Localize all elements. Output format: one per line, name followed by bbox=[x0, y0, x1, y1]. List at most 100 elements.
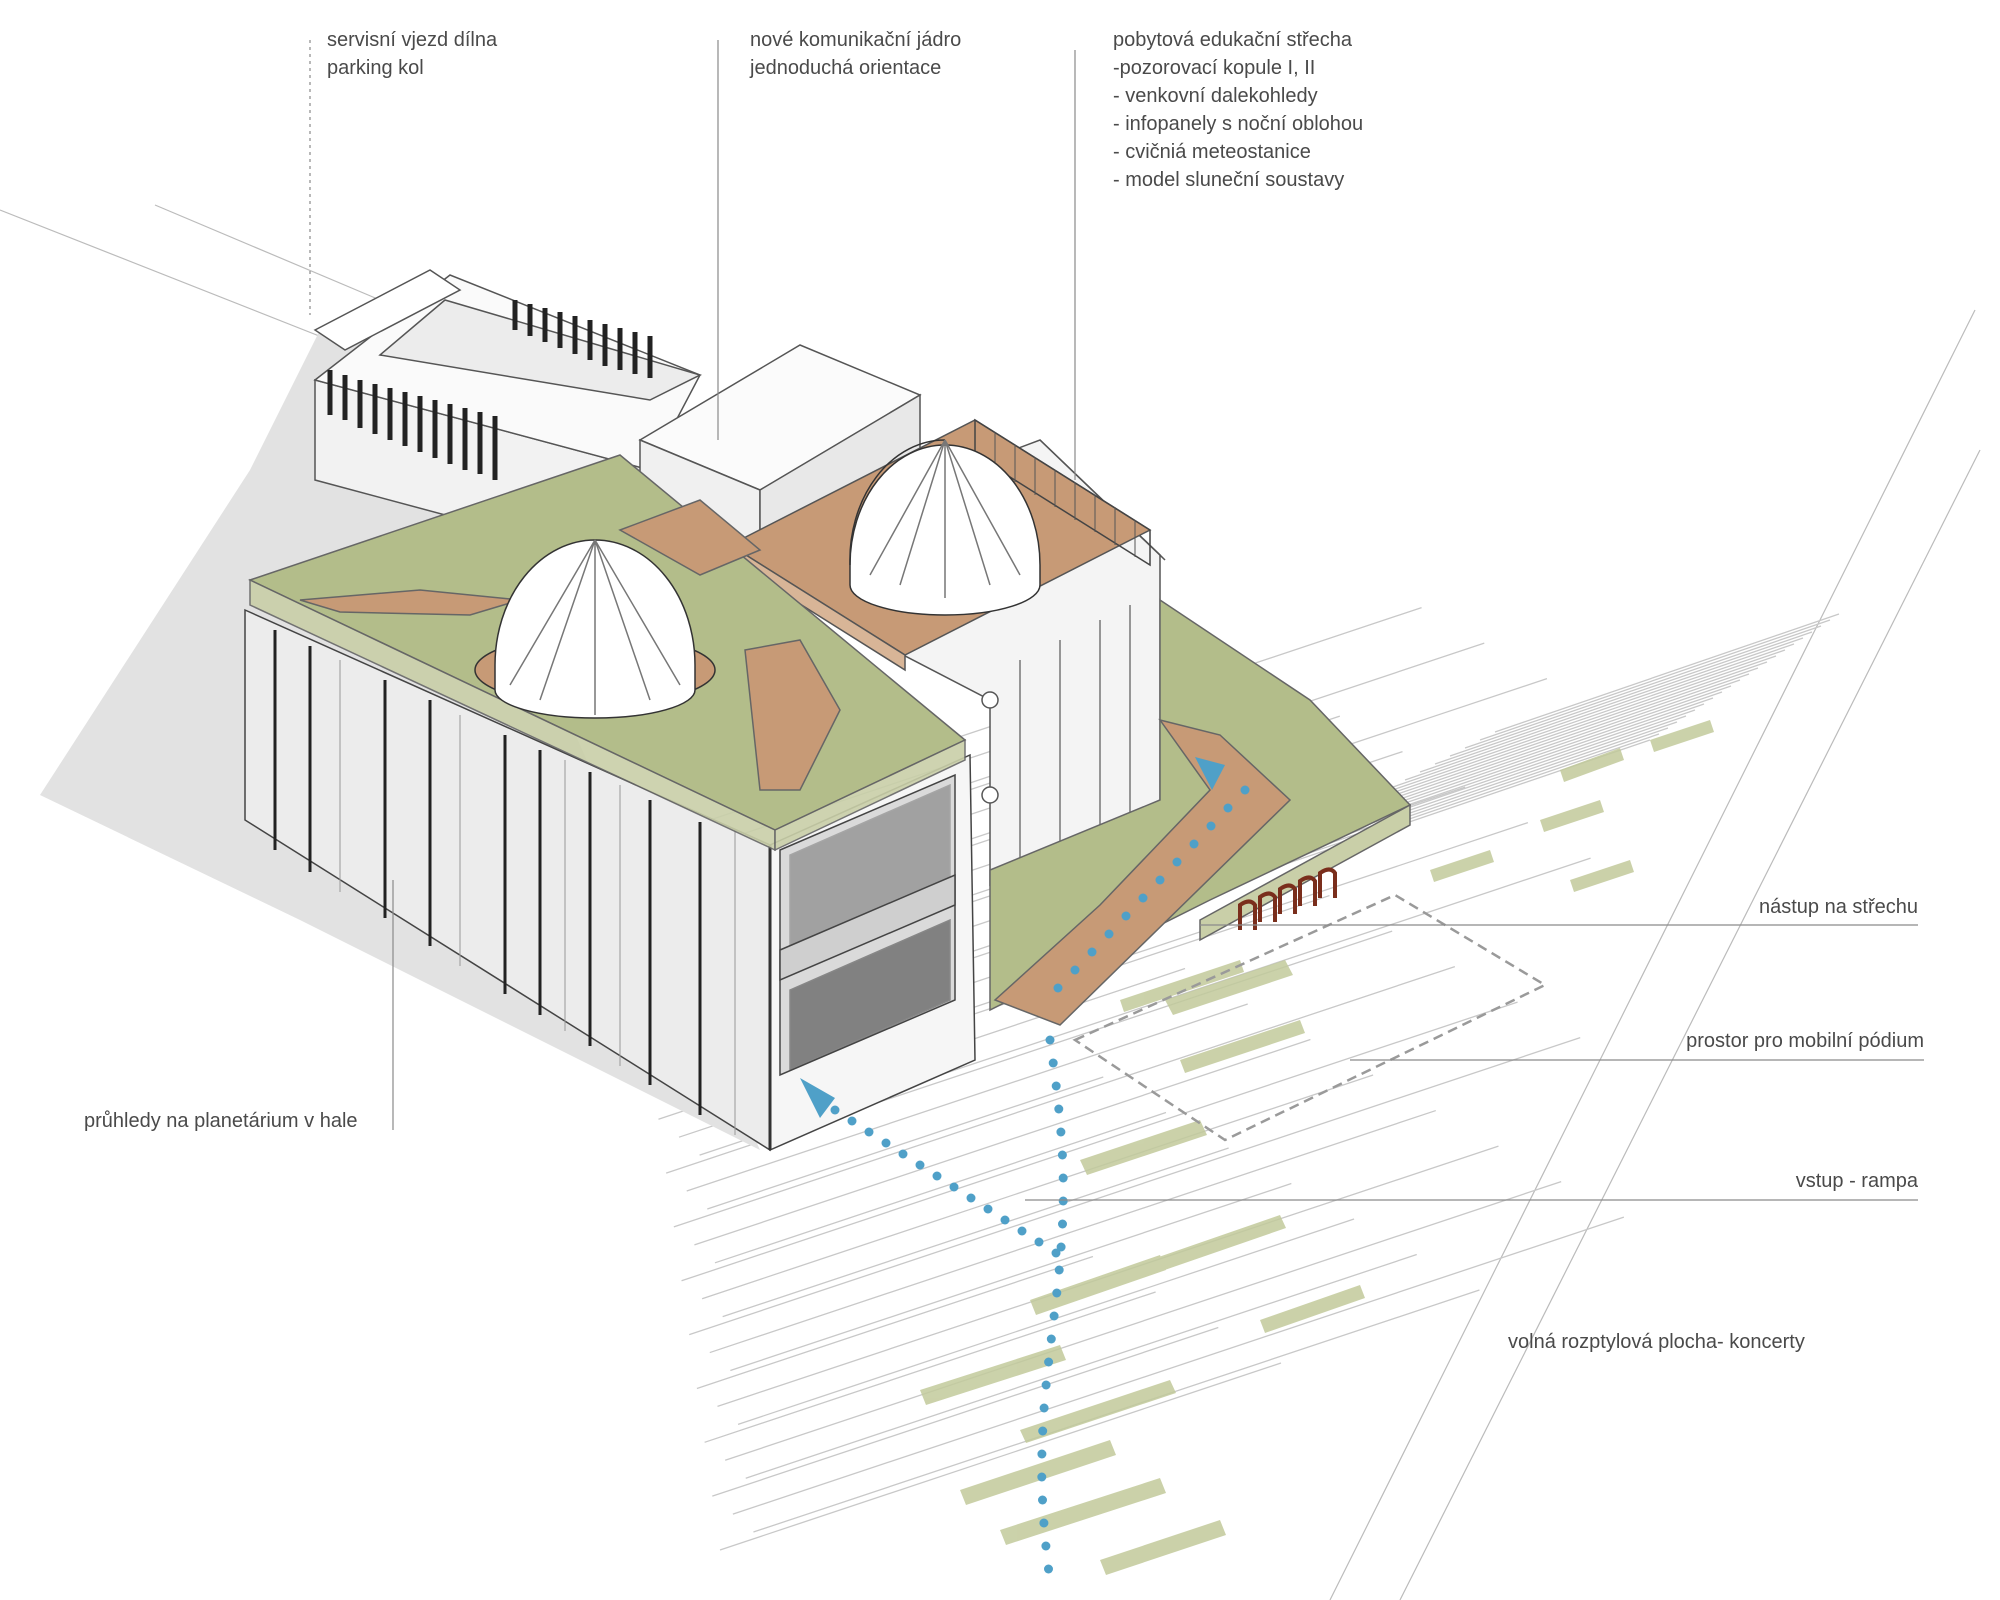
paving-plank bbox=[689, 1036, 1581, 1336]
paving-plank bbox=[714, 1111, 1167, 1264]
paving-plank bbox=[732, 1216, 1625, 1515]
path-dot bbox=[1056, 1127, 1066, 1137]
paving-plank bbox=[686, 1003, 1248, 1192]
paving-plank bbox=[1479, 619, 1831, 741]
paving-green-inlays bbox=[920, 720, 1714, 1575]
path-dot bbox=[1058, 1173, 1068, 1183]
path-dot bbox=[1051, 1081, 1061, 1091]
path-dot bbox=[1039, 1403, 1049, 1413]
label-line: - cvičniá meteostanice bbox=[1113, 141, 1311, 163]
paving-plank bbox=[701, 1074, 1374, 1300]
label-open-area: volná rozptylová plocha- koncerty bbox=[1508, 1331, 1805, 1353]
bike-racks bbox=[1238, 867, 1337, 930]
label-mobile-stage: prostor pro mobilní pódium bbox=[1686, 1030, 1924, 1052]
path-dot bbox=[1087, 947, 1097, 957]
path-dot bbox=[1223, 803, 1233, 813]
paving-plank bbox=[681, 1001, 1518, 1282]
path-dot bbox=[1058, 1219, 1067, 1229]
paving-plank bbox=[1359, 667, 1759, 805]
path-dot bbox=[1056, 1242, 1066, 1252]
label-entrance-ramp: vstup - rampa bbox=[1795, 1170, 1918, 1192]
path-dot bbox=[1054, 1265, 1064, 1275]
paving-plank bbox=[1344, 673, 1750, 813]
path-dot bbox=[1037, 1472, 1047, 1482]
path-dot bbox=[830, 1105, 840, 1115]
label-line: - venkovní dalekohledy bbox=[1113, 85, 1318, 107]
path-dot bbox=[1038, 1426, 1048, 1436]
observation-dome-1 bbox=[474, 539, 716, 719]
paving-plank bbox=[737, 1218, 1355, 1425]
observation-dome-2 bbox=[849, 439, 1041, 616]
label-line: pobytová edukační střecha bbox=[1113, 29, 1353, 51]
path-dot bbox=[1058, 1196, 1068, 1206]
paving-plank bbox=[694, 1038, 1311, 1246]
path-dot bbox=[1000, 1215, 1010, 1225]
path-dot bbox=[1051, 1248, 1061, 1258]
paving-plank bbox=[724, 1180, 1562, 1461]
path-dot bbox=[1104, 929, 1114, 939]
label-line: -pozorovací kopule I, II bbox=[1113, 57, 1316, 79]
paving-plank bbox=[719, 1362, 1282, 1551]
paving-plank bbox=[1374, 661, 1768, 797]
path-dot bbox=[1240, 785, 1250, 795]
path-dot bbox=[1038, 1495, 1047, 1505]
paving-plank bbox=[1449, 631, 1813, 757]
path-dot bbox=[1121, 911, 1131, 921]
path-dot bbox=[881, 1138, 891, 1148]
paving-plank bbox=[1464, 625, 1822, 749]
path-dot bbox=[1044, 1564, 1053, 1574]
label-service-entrance: servisní vjezd dílna parking kol bbox=[327, 26, 497, 82]
label-educational-roof: pobytová edukační střecha -pozorovací ko… bbox=[1113, 26, 1363, 194]
path-dot bbox=[898, 1149, 908, 1159]
label-line: jednoduchá orientace bbox=[750, 57, 942, 79]
path-dot bbox=[1172, 857, 1182, 867]
paving-plank bbox=[1494, 613, 1840, 733]
path-dot bbox=[1046, 1334, 1056, 1344]
entrance-arrow-icon bbox=[800, 1078, 835, 1118]
path-dot bbox=[1037, 1449, 1047, 1459]
leader-lines bbox=[309, 40, 1924, 1201]
roof-access-arrow-icon bbox=[1195, 757, 1225, 790]
path-dot bbox=[1039, 1518, 1049, 1528]
label-line: nové komunikační jádro bbox=[750, 29, 962, 51]
path-dot bbox=[966, 1193, 976, 1203]
green-roof-ramp-wing bbox=[989, 598, 1412, 1026]
context-lines bbox=[0, 204, 1981, 1600]
path-dot bbox=[915, 1160, 925, 1170]
path-dot bbox=[1189, 839, 1199, 849]
path-dot bbox=[1041, 1541, 1051, 1551]
path-dot bbox=[1049, 1311, 1059, 1321]
label-line: - infopanely s noční oblohou bbox=[1113, 113, 1364, 135]
paving-plank bbox=[712, 1326, 1219, 1497]
paving-plank bbox=[704, 1291, 1156, 1443]
path-dot bbox=[1138, 893, 1148, 903]
paving-plank bbox=[745, 1253, 1417, 1479]
path-dot bbox=[1206, 821, 1216, 831]
path-dot bbox=[1054, 1104, 1064, 1114]
paving-plank bbox=[1404, 649, 1786, 781]
paving-plank bbox=[1389, 655, 1777, 789]
path-dot bbox=[1070, 965, 1080, 975]
path-dot bbox=[1034, 1237, 1044, 1247]
path-dot bbox=[1048, 1058, 1058, 1068]
label-communication-core: nové komunikační jádro jednoduchá orient… bbox=[750, 26, 961, 82]
path-dot bbox=[1057, 1150, 1067, 1160]
path-dot bbox=[932, 1171, 942, 1181]
path-dot bbox=[1044, 1357, 1054, 1367]
paving-plank bbox=[707, 1076, 1104, 1210]
path-dot bbox=[1045, 1035, 1055, 1045]
paving-plank bbox=[696, 1255, 1094, 1390]
label-planetarium-views: průhledy na planetárium v hale bbox=[84, 1110, 358, 1132]
paving-plank bbox=[709, 1109, 1437, 1354]
path-dot bbox=[1017, 1226, 1027, 1236]
label-roof-access: nástup na střechu bbox=[1759, 896, 1918, 918]
path-dot bbox=[1053, 983, 1063, 993]
label-line: parking kol bbox=[327, 57, 424, 79]
label-line: - model sluneční soustavy bbox=[1113, 169, 1345, 191]
paving-plank bbox=[1419, 643, 1795, 773]
path-dot bbox=[1041, 1380, 1051, 1390]
path-dot bbox=[949, 1182, 959, 1192]
path-dot bbox=[1155, 875, 1165, 885]
paving-plank bbox=[730, 1182, 1292, 1372]
